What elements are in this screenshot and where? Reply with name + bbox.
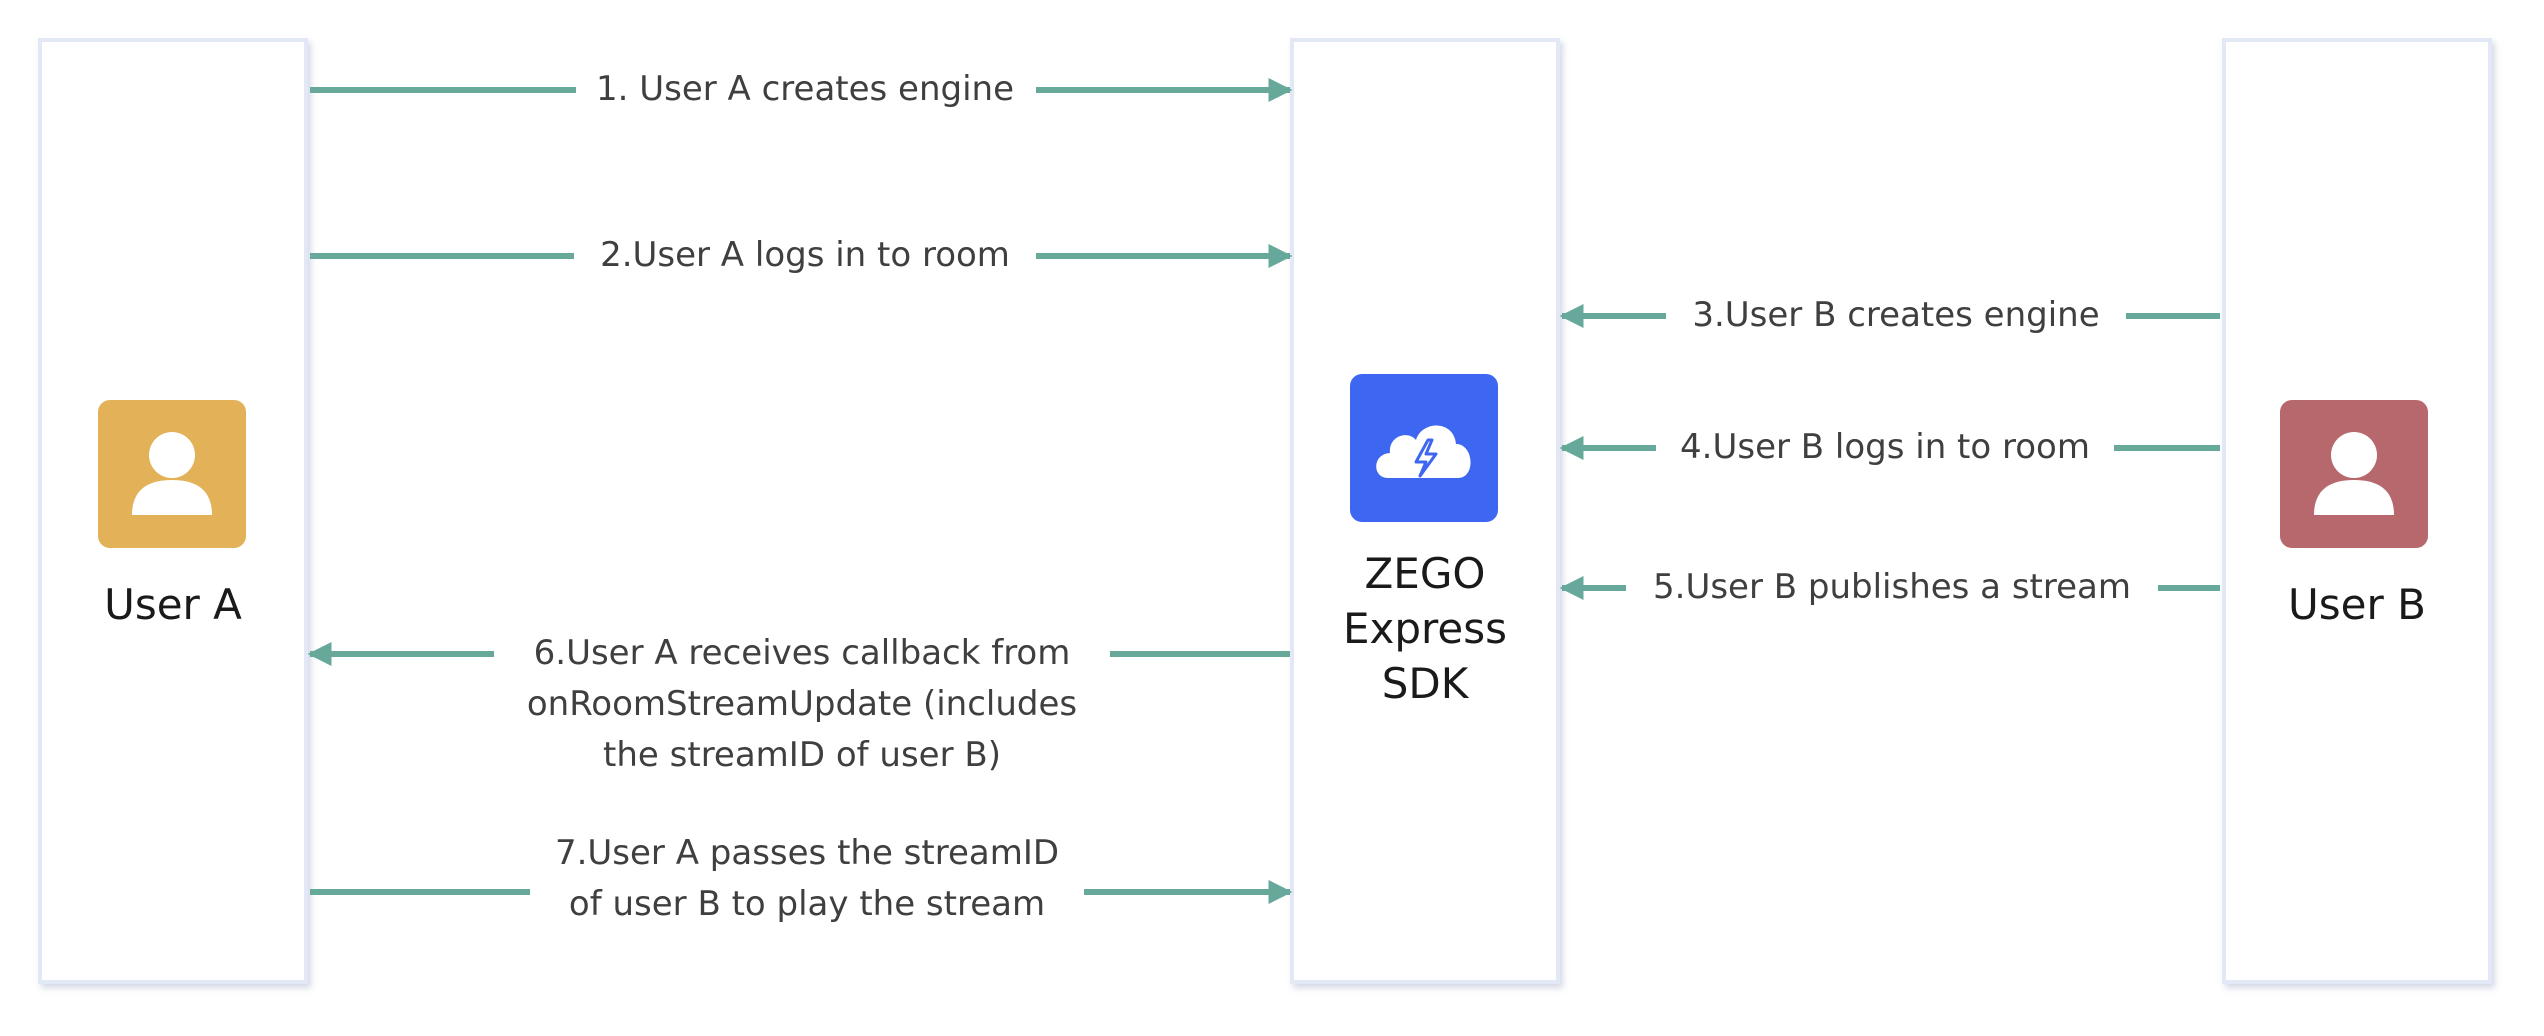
user-b-label: User B (2288, 580, 2426, 629)
sdk-label-line-2: Express (1342, 604, 1507, 653)
message-step-6: 6.User A receives callback from onRoomSt… (500, 628, 1104, 781)
message-step-2: 2.User A logs in to room (580, 230, 1030, 281)
user-b-avatar (2280, 400, 2428, 548)
sdk-label-line-1: ZEGO (1364, 549, 1486, 598)
message-step-6-line-1: 6.User A receives callback from (533, 633, 1071, 673)
message-step-2-line-1: 2.User A logs in to room (600, 235, 1010, 275)
user-a-avatar (98, 400, 246, 548)
message-step-1-line-1: 1. User A creates engine (595, 69, 1015, 109)
user-icon (2280, 400, 2428, 548)
message-step-3: 3.User B creates engine (1672, 290, 2120, 341)
message-step-7-line-1: 7.User A passes the streamID (554, 833, 1060, 873)
sdk-label-line-3: SDK (1381, 659, 1469, 708)
message-step-5-line-1: 5.User B publishes a stream (1653, 567, 2131, 607)
message-step-6-line-2: onRoomStreamUpdate (includes (526, 684, 1078, 724)
message-step-4: 4.User B logs in to room (1662, 422, 2108, 473)
user-icon (98, 400, 246, 548)
message-step-3-line-1: 3.User B creates engine (1692, 295, 2100, 335)
message-step-7: 7.User A passes the streamID of user B t… (536, 828, 1078, 930)
message-step-5: 5.User B publishes a stream (1632, 562, 2152, 613)
user-a-label: User A (104, 580, 242, 629)
message-step-1: 1. User A creates engine (580, 64, 1030, 115)
message-step-6-line-3: the streamID of user B) (603, 735, 1001, 775)
message-step-4-line-1: 4.User B logs in to room (1680, 427, 2090, 467)
cloud-lightning-icon (1350, 374, 1498, 522)
message-step-7-line-2: of user B to play the stream (568, 884, 1046, 924)
zego-sdk-logo (1350, 374, 1498, 522)
